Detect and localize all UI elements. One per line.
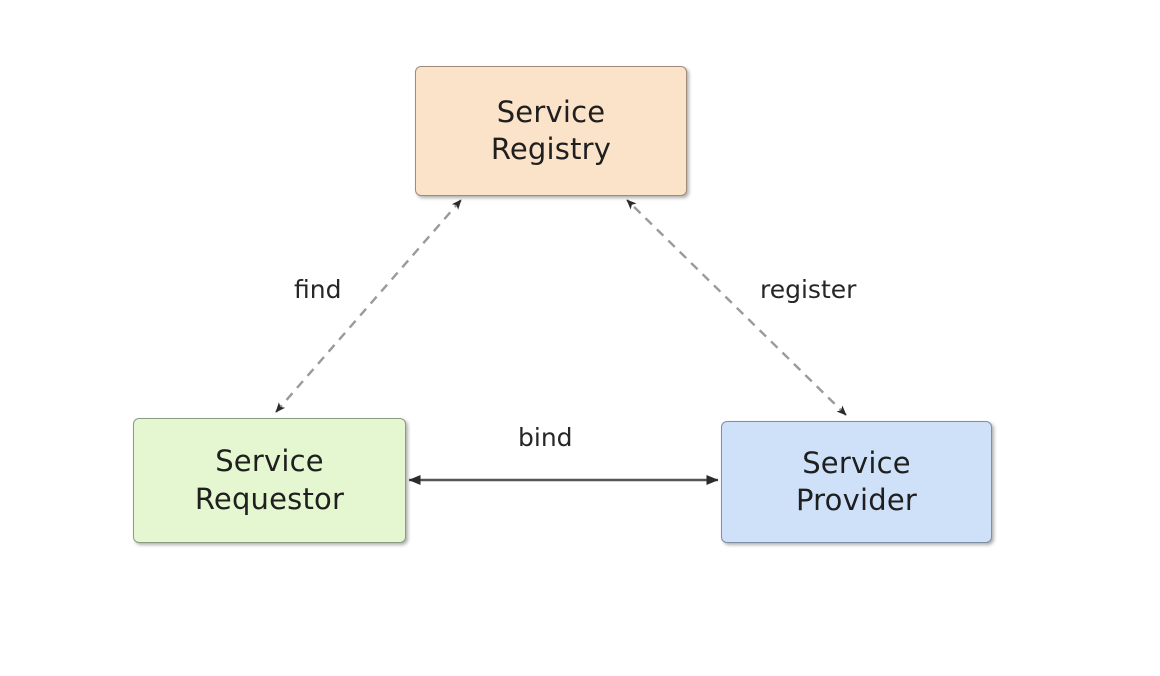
node-service-registry[interactable]: Service Registry — [415, 66, 687, 196]
edge-find-line — [275, 199, 462, 413]
node-service-provider-label-line2: Provider — [796, 483, 917, 517]
edge-register-line — [626, 199, 847, 416]
edge-label-register: register — [755, 274, 862, 305]
node-service-provider-label-line1: Service — [802, 445, 911, 480]
edge-label-bind: bind — [513, 422, 578, 453]
node-service-registry-label-line2: Registry — [490, 132, 612, 166]
edge-label-find: find — [289, 274, 347, 305]
node-service-requestor-label-line2: Requestor — [194, 481, 345, 516]
node-service-registry-label-line1: Service — [496, 94, 606, 129]
node-service-requestor-label-line1: Service — [215, 444, 324, 479]
node-service-requestor[interactable]: Service Requestor — [133, 418, 406, 543]
node-service-provider[interactable]: Service Provider — [721, 421, 992, 543]
